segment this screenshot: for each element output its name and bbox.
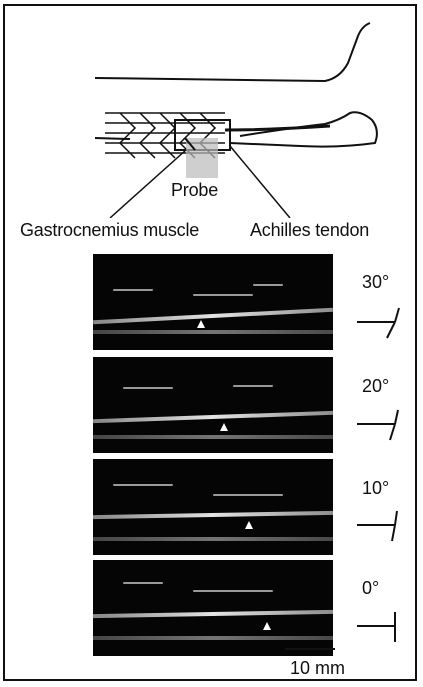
fascia-line <box>93 610 333 618</box>
achilles-label: Achilles tendon <box>250 220 369 241</box>
gastrocnemius-label: Gastrocnemius muscle <box>20 220 199 241</box>
angle-label-0: 0° <box>362 578 379 599</box>
fascia-line <box>93 411 333 423</box>
deep-fascia-line <box>93 537 333 541</box>
marker-triangle <box>263 622 271 630</box>
ultrasound-panel-30 <box>93 254 333 350</box>
marker-triangle <box>197 320 205 328</box>
deep-fascia-line <box>93 435 333 439</box>
fascia-line <box>93 511 333 519</box>
leg-illustration <box>90 18 390 218</box>
probe-label: Probe <box>171 180 218 201</box>
deep-fascia-line <box>93 330 333 334</box>
scale-bar <box>285 648 335 650</box>
angle-icon-30 <box>355 300 400 340</box>
angle-label-20: 20° <box>362 376 389 397</box>
ultrasound-panel-20 <box>93 357 333 453</box>
angle-icon-10 <box>355 503 400 543</box>
marker-triangle <box>220 423 228 431</box>
angle-label-10: 10° <box>362 478 389 499</box>
ultrasound-panel-0 <box>93 560 333 656</box>
angle-icon-20 <box>355 402 400 442</box>
fascia-line <box>93 308 333 325</box>
angle-icon-0 <box>355 604 400 644</box>
ultrasound-panel-10 <box>93 459 333 555</box>
scale-label: 10 mm <box>290 658 345 679</box>
deep-fascia-line <box>93 636 333 640</box>
marker-triangle <box>245 521 253 529</box>
angle-label-30: 30° <box>362 272 389 293</box>
